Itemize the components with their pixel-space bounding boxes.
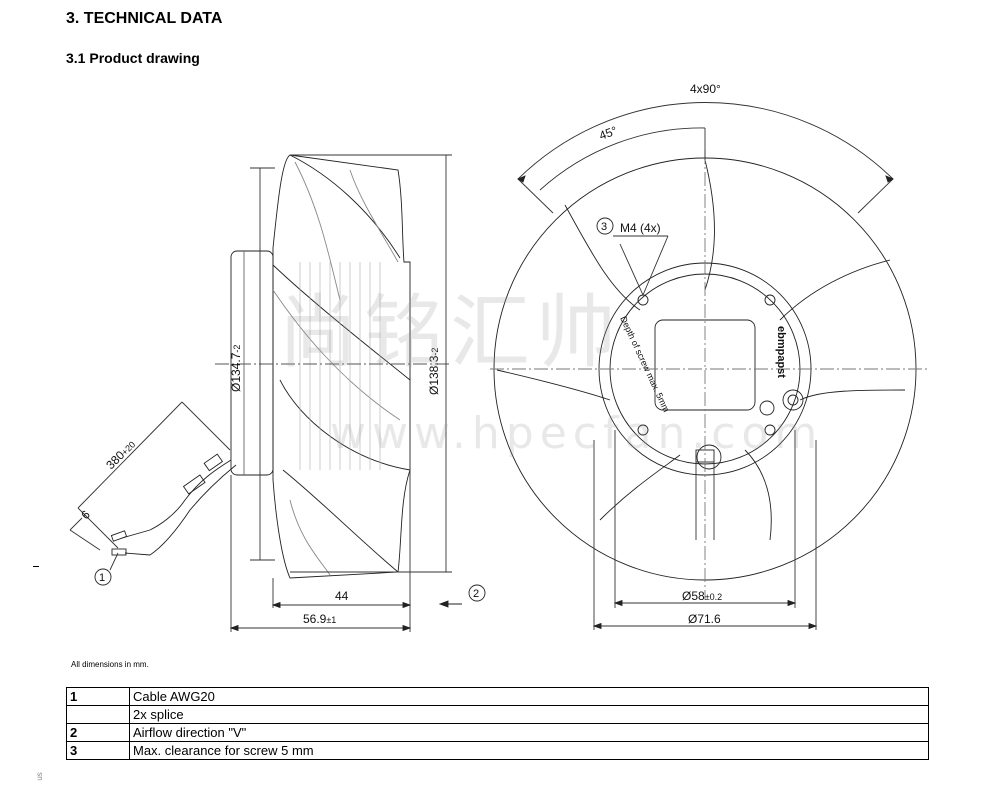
screw-spec: M4 (4x) bbox=[620, 221, 661, 235]
callout-2-circle bbox=[468, 584, 486, 602]
side-blade-curve bbox=[272, 264, 411, 381]
legend-table: 1 Cable AWG20 2x splice 2 Airflow direct… bbox=[66, 687, 929, 760]
cable bbox=[149, 464, 237, 556]
callout-1-circle bbox=[94, 568, 112, 586]
dim-cable-length: 380+20 bbox=[103, 437, 138, 472]
screw-hole bbox=[764, 294, 776, 306]
callout-3-circle bbox=[596, 217, 614, 235]
depth-text: Depth of screw max. 5mm bbox=[618, 315, 671, 414]
screw-hole bbox=[637, 424, 649, 436]
brand-logo: ebmpapst bbox=[775, 326, 787, 378]
front-blade bbox=[564, 204, 641, 311]
cable bbox=[149, 459, 232, 531]
side-blade-outline bbox=[272, 154, 411, 579]
side-blade-curve bbox=[282, 469, 399, 573]
dim-hole-circle: Ø71.6 bbox=[688, 612, 721, 626]
legend-text: 2x splice bbox=[129, 705, 929, 724]
side-blade-curve bbox=[279, 379, 411, 471]
angle-total: 4x90° bbox=[690, 82, 721, 96]
legend-number bbox=[66, 705, 130, 724]
legend-row: 3 Max. clearance for screw 5 mm bbox=[66, 741, 929, 760]
screw-hole bbox=[764, 424, 776, 436]
legend-text: Max. clearance for screw 5 mm bbox=[129, 741, 929, 760]
legend-row: 2x splice bbox=[66, 705, 929, 724]
callout-1: 1 bbox=[99, 572, 105, 584]
dim-inner-diameter: Ø134.7-2 bbox=[229, 345, 243, 392]
earth-symbol bbox=[759, 400, 775, 416]
callout-3: 3 bbox=[601, 221, 607, 233]
dim-depth: 44 bbox=[335, 589, 349, 603]
front-blade bbox=[496, 369, 611, 401]
side-view bbox=[69, 154, 486, 632]
cable-splice bbox=[182, 474, 206, 495]
callout-2: 2 bbox=[473, 588, 479, 600]
dimensions-note: All dimensions in mm. bbox=[71, 660, 149, 669]
corner-mark: sn bbox=[35, 772, 45, 781]
subsection-title: 3.1 Product drawing bbox=[66, 50, 200, 66]
legend-text: Cable AWG20 bbox=[129, 687, 929, 706]
legend-number: 3 bbox=[66, 741, 130, 760]
dim-outer-diameter: Ø138.3-2 bbox=[427, 348, 441, 395]
legend-number: 1 bbox=[66, 687, 130, 706]
front-blade bbox=[799, 389, 906, 401]
front-blade bbox=[704, 159, 715, 291]
legend-row: 1 Cable AWG20 bbox=[66, 687, 929, 706]
section-title: 3. TECHNICAL DATA bbox=[66, 10, 223, 27]
grounding-boss bbox=[782, 389, 804, 411]
front-view bbox=[490, 102, 930, 630]
dim-hub: Ø58±0.2 bbox=[682, 589, 722, 603]
legend-row: 2 Airflow direction "V" bbox=[66, 723, 929, 742]
legend-text: Airflow direction "V" bbox=[129, 723, 929, 742]
front-blade bbox=[599, 454, 681, 521]
side-blade-curve bbox=[289, 154, 401, 259]
angle-half: 45° bbox=[597, 123, 619, 142]
dim-total-depth: 56.9±1 bbox=[303, 612, 336, 626]
front-blade bbox=[779, 259, 891, 321]
legend-number: 2 bbox=[66, 723, 130, 742]
margin-mark bbox=[33, 566, 39, 567]
front-blade bbox=[744, 449, 772, 541]
product-drawing: Ø134.7-2 Ø138.3-2 380+20 6 44 56.9±1 1 2… bbox=[69, 82, 930, 632]
